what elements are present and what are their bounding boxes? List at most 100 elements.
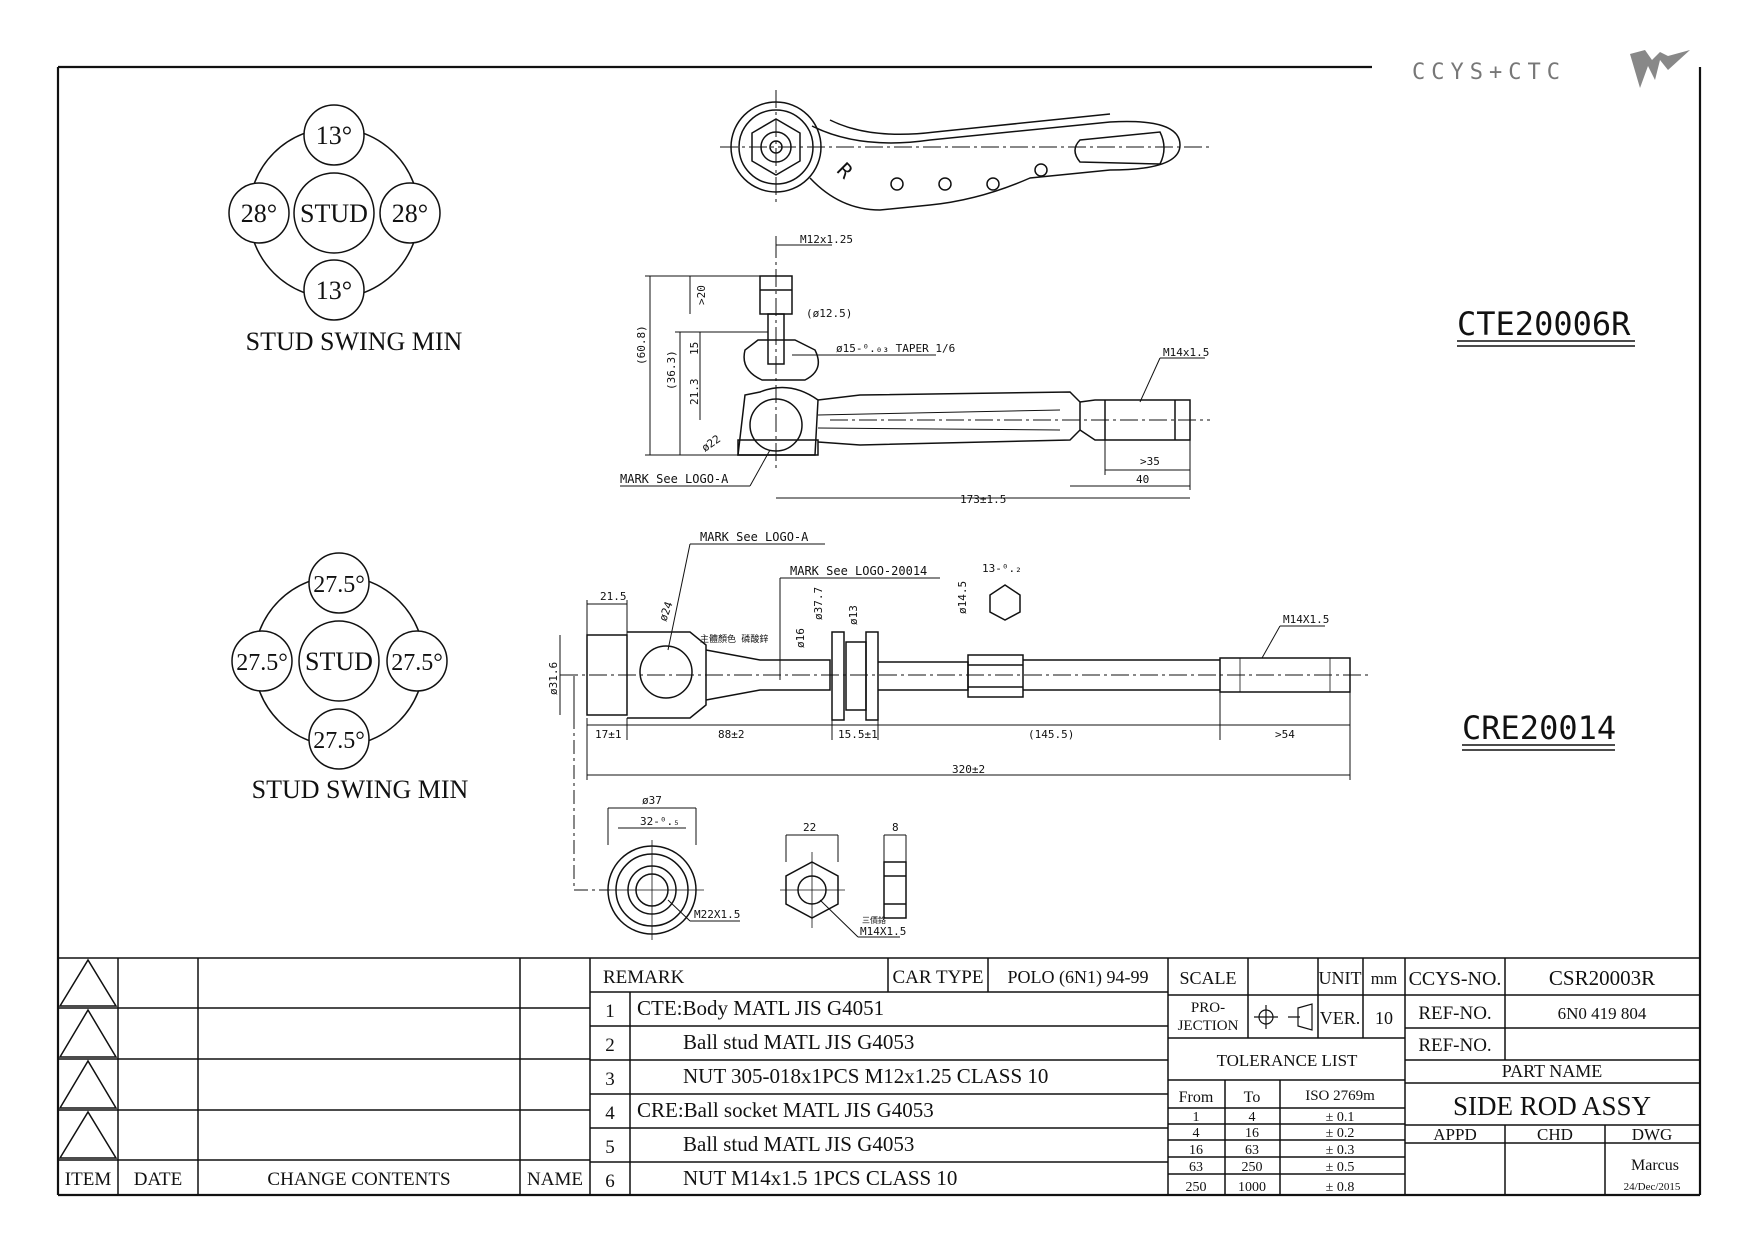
ver-value: 10 <box>1375 1008 1393 1028</box>
dim-nut-8: 8 <box>892 821 899 834</box>
unit-value: mm <box>1371 969 1397 988</box>
dim-213: 21.3 <box>688 379 701 406</box>
dim-m14-end: M14x1.5 <box>1163 346 1209 359</box>
dim-316: ø31.6 <box>547 662 560 695</box>
rev-header-date: DATE <box>134 1169 183 1190</box>
tol-from: 4 <box>1193 1126 1200 1141</box>
dim-taper: ø15-⁰.₀₃ TAPER 1/6 <box>836 342 955 355</box>
swing-left-label: 27.5° <box>236 650 288 676</box>
tolerance-title: TOLERANCE LIST <box>1217 1051 1358 1070</box>
remark-text: CTE:Body MATL JIS G4051 <box>637 996 884 1020</box>
remark-no: 5 <box>605 1137 615 1158</box>
part-name-label: PART NAME <box>1502 1061 1602 1081</box>
dim-363: (36.3) <box>665 350 678 390</box>
dim-17: 17±1 <box>595 728 622 741</box>
dim-54: >54 <box>1275 728 1295 741</box>
ccys-no-label: CCYS-NO. <box>1409 968 1502 990</box>
swing-center-label: STUD <box>305 647 373 676</box>
nut-dimensions: ø37 32-⁰.₅ M22X1.5 22 8 三價鉻 M14X1.5 <box>607 794 907 938</box>
remark-text: NUT M14x1.5 1PCS CLASS 10 <box>683 1166 957 1190</box>
dim-22: ø22 <box>699 432 723 454</box>
title-block-grid <box>58 957 1700 1195</box>
scale-label: SCALE <box>1179 968 1236 988</box>
drawer-name: Marcus <box>1631 1157 1679 1174</box>
dim-173: 173±1.5 <box>960 493 1006 506</box>
dwg-label: DWG <box>1632 1125 1673 1144</box>
remarks-table: REMARK CAR TYPE POLO (6N1) 94-99 1 CTE:B… <box>603 967 1149 1192</box>
drawing-date: 24/Dec/2015 <box>1624 1181 1681 1193</box>
part-number-labels: CTE20006R CRE20014 <box>1457 305 1635 751</box>
part-info-block: CCYS-NO. CSR20003R REF-NO. 6N0 419 804 R… <box>1409 966 1681 1193</box>
tie-rod-end-side-view <box>737 240 1210 470</box>
dim-16: ø16 <box>794 628 807 648</box>
tol-value: ± 0.1 <box>1326 1110 1355 1125</box>
stud-swing-diagram-bottom: 27.5° 27.5° STUD 27.5° 27.5° STUD SWING … <box>231 552 469 804</box>
company-logo: CCYS+CTC <box>1412 50 1690 88</box>
dim-d125: (ø12.5) <box>806 307 852 320</box>
projection-label: PRO- <box>1191 1000 1225 1016</box>
remark-no: 6 <box>605 1171 615 1192</box>
dim-377: ø37.7 <box>812 587 825 620</box>
ref-no-value: 6N0 419 804 <box>1558 1004 1647 1023</box>
cte-part-label: CTE20006R <box>1457 305 1631 343</box>
dim-nut-m14: M14X1.5 <box>860 925 906 938</box>
dim-13: ø13 <box>847 605 860 625</box>
dim-nut-m22: M22X1.5 <box>694 908 740 921</box>
swing-caption: STUD SWING MIN <box>246 327 463 356</box>
dim-m12: M12x1.25 <box>800 233 853 246</box>
inner-rod-dimensions: MARK See LOGO-A MARK See LOGO-20014 21.5… <box>547 530 1351 891</box>
remark-text: CRE:Ball socket MATL JIS G4053 <box>637 1098 934 1122</box>
tol-to: 4 <box>1249 1110 1256 1125</box>
mark-logo-a: MARK See LOGO-A <box>700 530 809 544</box>
rev-header-item: ITEM <box>65 1169 112 1190</box>
stud-swing-diagram-top: 13° 28° STUD 28° 13° STUD SWING MIN <box>228 104 463 356</box>
tol-header-to: To <box>1244 1089 1261 1106</box>
dim-m14-rod: M14X1.5 <box>1283 613 1329 626</box>
tol-value: ± 0.2 <box>1326 1126 1355 1141</box>
dim-1455: (145.5) <box>1028 728 1074 741</box>
unit-label: UNIT <box>1319 968 1362 988</box>
appd-label: APPD <box>1433 1125 1476 1144</box>
mark-logo-a-top: MARK See LOGO-A <box>620 472 729 486</box>
tol-value: ± 0.8 <box>1326 1180 1355 1195</box>
tol-to: 250 <box>1242 1160 1263 1175</box>
tol-to: 16 <box>1245 1126 1259 1141</box>
swing-caption: STUD SWING MIN <box>252 775 469 804</box>
tol-value: ± 0.5 <box>1326 1160 1355 1175</box>
remark-header: REMARK <box>603 967 685 988</box>
swing-left-label: 28° <box>241 199 277 228</box>
tol-header-iso: ISO 2769m <box>1305 1088 1375 1104</box>
cre-part-label: CRE20014 <box>1462 709 1616 747</box>
dim-13-hex: 13-⁰.₂ <box>982 562 1022 575</box>
car-type-label: CAR TYPE <box>893 967 984 988</box>
logo-text: CCYS+CTC <box>1412 60 1566 85</box>
dim-15: 15 <box>688 342 701 355</box>
dim-20: >20 <box>695 285 708 305</box>
rev-header-contents: CHANGE CONTENTS <box>267 1169 450 1190</box>
remark-no: 4 <box>605 1103 615 1124</box>
swing-right-label: 27.5° <box>391 650 443 676</box>
dim-nut-32: 32-⁰.₅ <box>640 815 680 828</box>
logo-wing-icon <box>1630 50 1690 88</box>
dim-320: 320±2 <box>952 763 985 776</box>
tie-rod-end-top-view: R <box>720 90 1210 211</box>
revision-headers: ITEM DATE CHANGE CONTENTS NAME <box>65 1169 583 1190</box>
ref-no-label: REF-NO. <box>1418 1003 1491 1024</box>
nut-views <box>600 840 907 940</box>
tol-from: 1 <box>1193 1110 1200 1125</box>
tie-rod-end-dimensions: M12x1.25 (ø12.5) ø15-⁰.₀₃ TAPER 1/6 M14x… <box>620 233 1209 506</box>
dim-215: 21.5 <box>600 590 627 603</box>
tol-value: ± 0.3 <box>1326 1143 1355 1158</box>
projection-label: JECTION <box>1178 1018 1239 1034</box>
chinese-note-1: 主體顏色 磷酸鋅 <box>700 633 768 645</box>
dim-145: ø14.5 <box>956 581 969 614</box>
swing-bottom-label: 13° <box>316 276 352 305</box>
remark-text: Ball stud MATL JIS G4053 <box>683 1132 914 1156</box>
dim-nut-37: ø37 <box>642 794 662 807</box>
dim-nut-22: 22 <box>803 821 816 834</box>
dim-40: 40 <box>1136 473 1149 486</box>
dim-35: >35 <box>1140 455 1160 468</box>
side-mark-r: R <box>832 158 858 184</box>
car-type-value: POLO (6N1) 94-99 <box>1008 967 1149 988</box>
swing-bottom-label: 27.5° <box>313 728 365 754</box>
